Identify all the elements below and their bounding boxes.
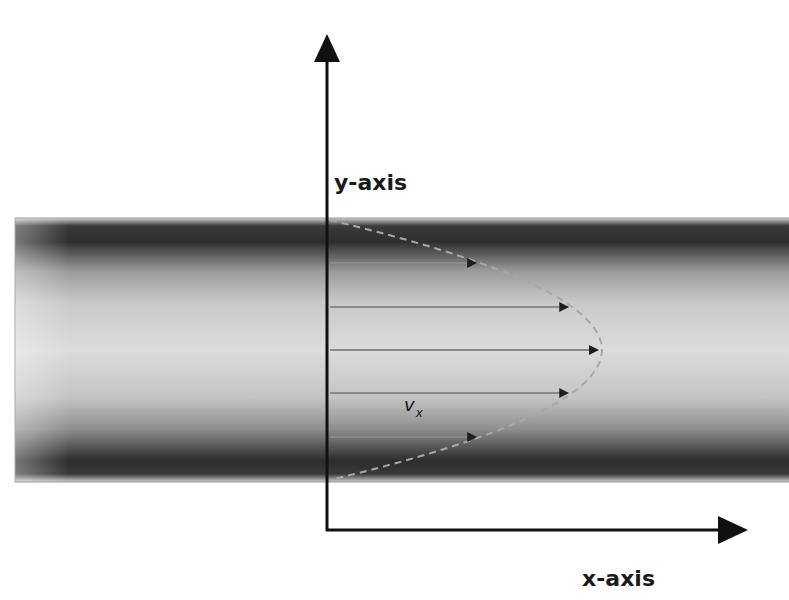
pipe-end [15,218,16,482]
pipe [15,218,789,482]
velocity-symbol: v [404,396,415,414]
velocity-arrow [330,436,476,438]
x-axis-arrowhead [718,516,748,544]
velocity-vectors [330,263,598,437]
velocity-subscript: x [416,407,423,419]
velocity-arrow [330,306,568,308]
velocity-profile [330,220,602,480]
x-axis-line [326,529,728,532]
pipe-edge [15,482,789,483]
velocity-arrow [330,349,598,351]
pipe-edge [15,218,789,219]
axis-label: x-axis [582,568,655,590]
y-axis-line [326,52,329,531]
axis-label: y-axis [334,172,407,194]
velocity-arrow [330,262,476,264]
pipe-end-shade [15,218,75,482]
velocity-arrow [330,392,568,394]
y-axis-arrowhead [314,34,340,62]
